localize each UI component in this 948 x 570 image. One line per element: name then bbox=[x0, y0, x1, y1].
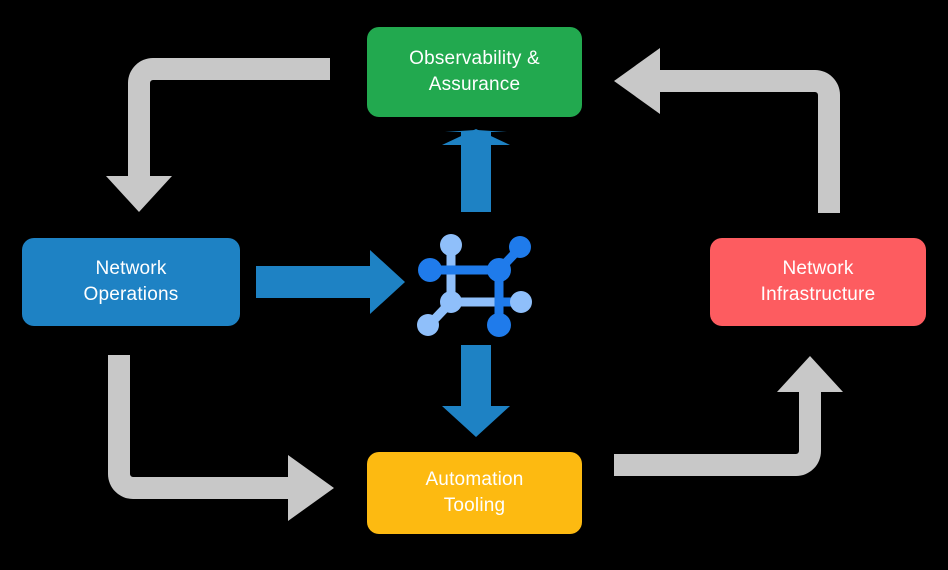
gray-arrow-infrastructure-to-observability bbox=[614, 48, 840, 213]
node-network-operations[interactable]: Network Operations bbox=[22, 238, 240, 326]
blue-arrow-operations-to-center bbox=[256, 250, 405, 314]
blue-arrow-center-to-automation bbox=[442, 345, 510, 437]
blue-arrow-center-to-observability bbox=[442, 129, 510, 212]
gray-arrow-operations-to-automation bbox=[108, 355, 334, 521]
gray-arrow-observability-to-operations bbox=[106, 58, 330, 212]
gray-arrow-automation-to-infrastructure bbox=[614, 356, 843, 476]
network-topology-icon bbox=[417, 234, 532, 337]
node-observability-assurance[interactable]: Observability & Assurance bbox=[367, 27, 582, 117]
node-network-infrastructure[interactable]: Network Infrastructure bbox=[710, 238, 926, 326]
node-automation-tooling[interactable]: Automation Tooling bbox=[367, 452, 582, 534]
